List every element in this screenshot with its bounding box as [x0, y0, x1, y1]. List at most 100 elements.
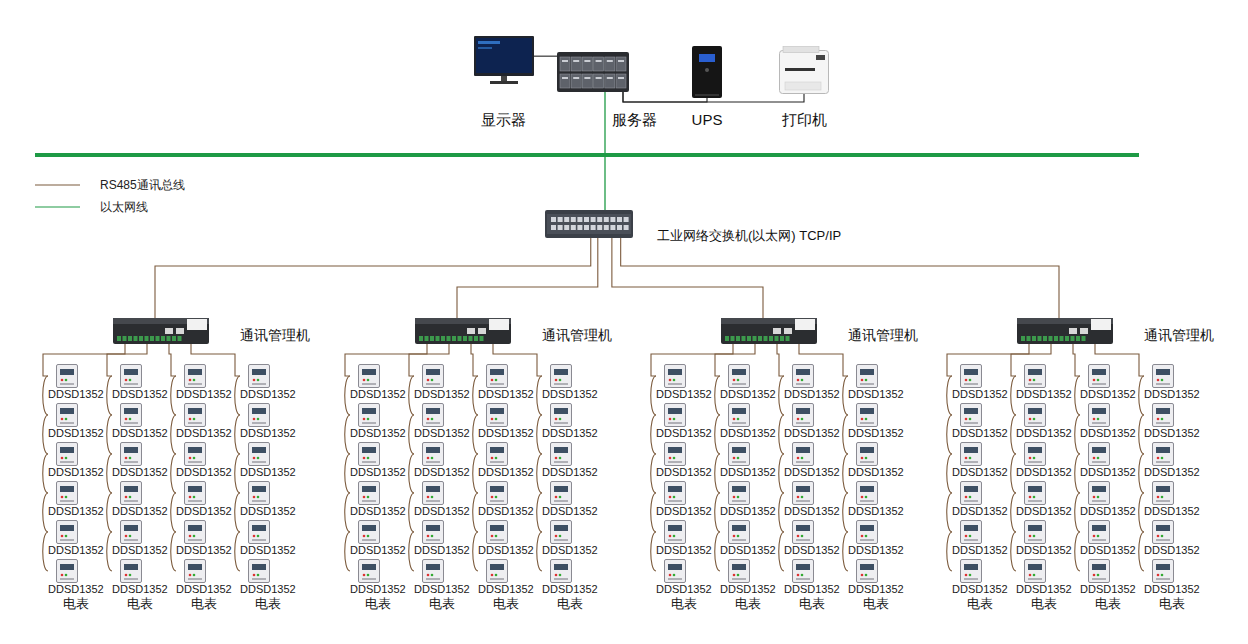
meter-icon-part — [860, 500, 874, 502]
meter-icon — [792, 364, 814, 388]
manager-icon-part — [489, 319, 509, 330]
meter-node: DDSD1352 — [1016, 481, 1072, 518]
server-icon-part — [594, 57, 604, 71]
meter-icon-part — [249, 521, 270, 544]
meter-icon-part — [551, 560, 572, 583]
meter-model: DDSD1352 — [112, 583, 168, 596]
meter-model: DDSD1352 — [478, 466, 534, 479]
rs485-wire — [947, 376, 952, 415]
meter-model: DDSD1352 — [542, 505, 598, 518]
meter-icon-part — [362, 383, 376, 385]
meter-icon-part — [732, 461, 746, 463]
meter-icon — [1024, 364, 1046, 388]
meter-icon — [248, 481, 270, 505]
manager-icon-part — [775, 336, 779, 341]
rs485-wire — [107, 532, 112, 571]
printer-icon — [779, 46, 829, 94]
meter-icon-part — [860, 578, 874, 580]
rs485-wire — [107, 415, 112, 454]
meter-icon — [960, 559, 982, 583]
meter-icon-part — [1156, 447, 1170, 453]
rs485-wire — [1011, 493, 1016, 532]
manager-icon-part — [176, 328, 184, 334]
meter-icon — [1088, 403, 1110, 427]
meter-icon-part — [733, 574, 736, 577]
meter-icon — [960, 481, 982, 505]
meter-node: DDSD1352 — [176, 520, 232, 557]
meter-icon-part — [185, 404, 206, 427]
meter-node: DDSD1352 — [112, 364, 168, 401]
meter-node: DDSD1352电表 — [542, 559, 598, 611]
rs485-wire — [345, 454, 350, 493]
meter-node: DDSD1352 — [848, 520, 904, 557]
meter-icon-part — [1092, 500, 1106, 502]
meter-icon-part — [491, 457, 494, 460]
meter-icon-part — [363, 535, 366, 538]
manager-icon-part — [731, 336, 735, 341]
meter-icon-part — [860, 486, 874, 492]
meter-icon-part — [1157, 418, 1160, 421]
rs485-wire — [779, 415, 784, 454]
meter-icon-part — [257, 496, 260, 499]
meter-icon-part — [665, 482, 686, 505]
meter-model: DDSD1352 — [414, 466, 470, 479]
meter-icon-part — [668, 500, 682, 502]
meter-icon-part — [125, 535, 128, 538]
meter-icon — [1024, 403, 1046, 427]
meter-caption: 电表 — [952, 596, 1008, 611]
meter-icon-part — [427, 574, 430, 577]
meter-icon — [422, 559, 444, 583]
meter-icon-part — [1093, 379, 1096, 382]
meter-icon-part — [189, 574, 192, 577]
meter-icon-part — [490, 422, 504, 424]
meter-model: DDSD1352 — [1016, 505, 1072, 518]
meter-icon-part — [801, 379, 804, 382]
meter-icon-part — [1028, 383, 1042, 385]
meter-icon-part — [1157, 574, 1160, 577]
meter-node: DDSD1352 — [176, 364, 232, 401]
monitor-icon-part — [501, 76, 507, 81]
meter-icon-part — [860, 564, 874, 570]
manager-icon-part — [753, 336, 757, 341]
switch-icon-part — [564, 217, 569, 222]
meter-icon-part — [427, 418, 430, 421]
meter-icon — [56, 481, 78, 505]
meter-icon-part — [57, 560, 78, 583]
meter-icon-part — [793, 482, 814, 505]
meter-icon-part — [964, 500, 978, 502]
meter-caption: 电表 — [1016, 596, 1072, 611]
meter-icon-part — [1029, 379, 1032, 382]
meter-icon-part — [1033, 457, 1036, 460]
rs485-wire — [155, 238, 591, 318]
switch-icon-part — [597, 217, 602, 222]
meter-icon-part — [801, 535, 804, 538]
meter-icon-part — [362, 422, 376, 424]
meter-icon-part — [252, 525, 266, 531]
meter-icon-part — [669, 457, 672, 460]
meter-icon-part — [426, 539, 440, 541]
meter-icon-part — [796, 422, 810, 424]
server-icon-part — [573, 60, 579, 62]
meter-node: DDSD1352电表 — [848, 559, 904, 611]
meter-icon-part — [188, 578, 202, 580]
meter-icon — [728, 481, 750, 505]
manager-icon-part — [1038, 336, 1042, 341]
meter-icon-part — [793, 443, 814, 466]
meter-model: DDSD1352 — [48, 505, 104, 518]
meter-icon-part — [732, 447, 746, 453]
meter-icon-part — [124, 564, 138, 570]
meter-model: DDSD1352 — [784, 583, 840, 596]
switch-node: 工业网络交换机(以太网) TCP/IP — [545, 210, 633, 238]
legend-text: 以太网线 — [100, 200, 148, 214]
meter-node: DDSD1352 — [1080, 481, 1136, 518]
meter-icon-part — [732, 564, 746, 570]
meter-caption: 电表 — [1144, 596, 1200, 611]
manager-icon-part — [467, 328, 475, 334]
meter-icon-part — [1097, 379, 1100, 382]
meter-model: DDSD1352 — [478, 427, 534, 440]
meter-icon-part — [1156, 525, 1170, 531]
meter-model: DDSD1352 — [240, 466, 296, 479]
meter-icon — [248, 364, 270, 388]
meter-icon — [56, 520, 78, 544]
